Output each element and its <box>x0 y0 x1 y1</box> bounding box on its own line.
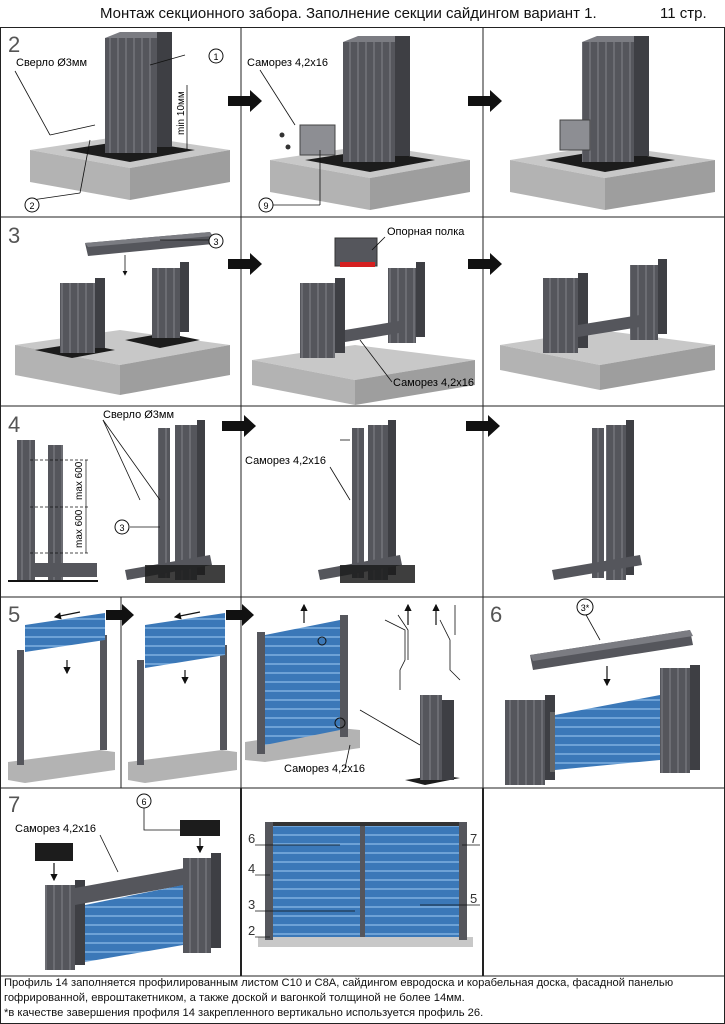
callout-1: 1 <box>213 52 218 62</box>
profile-screw-illustration <box>318 420 415 583</box>
max-600-bottom: max 600 <box>74 509 85 548</box>
page-title: Монтаж секционного забора. Заполнение се… <box>100 5 597 22</box>
header: Монтаж секционного забора. Заполнение се… <box>0 0 725 27</box>
step-number-2: 2 <box>8 32 20 57</box>
siding-insert-illustration-1 <box>8 613 115 783</box>
screw-label-2: Саморез 4,2х16 <box>393 377 474 389</box>
siding-detail-sketch <box>384 605 461 690</box>
profile-installed-illustration <box>500 259 715 390</box>
callout-9: 9 <box>263 201 268 211</box>
siding-insert-illustration-2 <box>128 613 237 783</box>
step-number-6: 6 <box>490 602 502 627</box>
diagram-label-6: 6 <box>248 831 255 846</box>
diagram-label-2: 2 <box>248 923 255 938</box>
max-600-top: max 600 <box>74 461 85 500</box>
drill-label-2: Сверло Ø3мм <box>103 409 174 421</box>
profile-install-illustration <box>15 232 230 395</box>
step-number-5: 5 <box>8 602 20 627</box>
screw-label-4: Саморез 4,2х16 <box>284 763 365 775</box>
post-cutaway-illustration <box>405 695 460 785</box>
min-distance-label: min 10мм <box>176 91 187 135</box>
screw-label: Саморез 4,2х16 <box>247 57 328 69</box>
finished-section-diagram <box>258 822 473 947</box>
diagram-label-7: 7 <box>470 831 477 846</box>
callout-3-star: 3* <box>581 603 590 613</box>
step-number-4: 4 <box>8 412 20 437</box>
callout-6: 6 <box>141 797 146 807</box>
diagram-label-5: 5 <box>470 891 477 906</box>
profile-mounted-illustration <box>552 420 642 580</box>
step-number-7: 7 <box>8 792 20 817</box>
page-number: 11 стр. <box>660 5 707 22</box>
callout-3-drill: 3 <box>119 523 124 533</box>
step-number-3: 3 <box>8 223 20 248</box>
profile-on-shelf-illustration <box>252 237 475 405</box>
profile-top-install-illustration <box>505 630 700 785</box>
siding-filled-section-illustration <box>245 615 360 762</box>
footer-line-3: *в качестве завершения профиля 14 закреп… <box>4 1007 484 1019</box>
drilling-scheme-illustration <box>8 440 98 582</box>
callout-2: 2 <box>29 201 34 211</box>
profile-drill-illustration <box>125 420 225 583</box>
drill-label: Сверло Ø3мм <box>16 57 87 69</box>
footer-line-1: Профиль 14 заполняется профилированным л… <box>4 977 674 989</box>
footer-note: Профиль 14 заполняется профилированным л… <box>4 976 722 1021</box>
post-on-base-illustration <box>30 32 230 200</box>
diagram-label-3: 3 <box>248 897 255 912</box>
screw-label-5: Саморез 4,2х16 <box>15 823 96 835</box>
callout-3-top: 3 <box>213 237 218 247</box>
instruction-grid: 2 3 4 5 6 7 Сверло Ø3мм min 10мм 1 2 <box>0 27 725 1024</box>
bracket-fixed-illustration <box>510 36 715 210</box>
screw-label-3: Саморез 4,2х16 <box>245 455 326 467</box>
support-shelf-label: Опорная полка <box>387 226 465 238</box>
diagram-label-4: 4 <box>248 861 255 876</box>
footer-line-2: гофрированной, евроштакетником, а также … <box>4 992 465 1004</box>
cap-install-illustration <box>35 820 221 970</box>
